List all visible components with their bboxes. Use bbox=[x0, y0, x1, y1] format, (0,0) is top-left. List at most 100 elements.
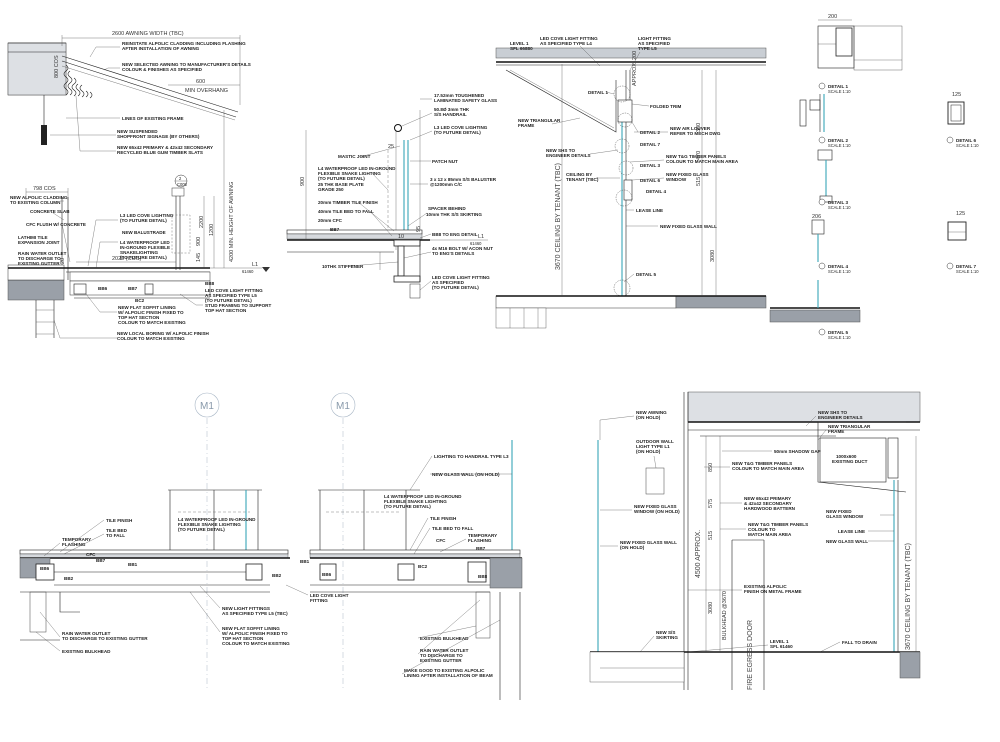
svg-text:HARDWOOD BATTERN: HARDWOOD BATTERN bbox=[744, 506, 796, 511]
svg-text:TENANT (TBC): TENANT (TBC) bbox=[566, 177, 599, 182]
facade-labels: LED COVE LIGHT FITTING AS SPECIFIED TYPE… bbox=[518, 36, 739, 277]
dim-25-b: 25 bbox=[388, 144, 394, 150]
detail-title-7: DETAIL 7 SCALE 1:10 bbox=[946, 262, 979, 274]
svg-text:L4 WATERPROOF LED IN-GROUND: L4 WATERPROOF LED IN-GROUND bbox=[318, 166, 396, 171]
detail-title-6: DETAIL 6 SCALE 1:10 bbox=[946, 136, 979, 148]
svg-text:BB6: BB6 bbox=[322, 572, 332, 577]
dim-380: 380 bbox=[696, 123, 702, 132]
svg-text:NEW BALUSTRADE: NEW BALUSTRADE bbox=[122, 230, 166, 235]
svg-text:FALL TO DRAIN: FALL TO DRAIN bbox=[842, 640, 877, 645]
svg-text:LAMINATED SAFETY GLASS: LAMINATED SAFETY GLASS bbox=[434, 98, 497, 103]
svg-text:(TO FUTURE DETAIL): (TO FUTURE DETAIL) bbox=[318, 176, 365, 181]
svg-text:SCALE 1:10: SCALE 1:10 bbox=[956, 143, 979, 148]
detail-awning-section: 2600 AWNING WIDTH (TBC) 600 MIN OVERHANG… bbox=[7, 31, 271, 341]
svg-text:SFL 61460: SFL 61460 bbox=[770, 644, 793, 649]
svg-text:CFC: CFC bbox=[86, 552, 96, 557]
svg-text:(TO FUTURE DETAIL): (TO FUTURE DETAIL) bbox=[434, 130, 481, 135]
svg-text:MAKE GOOD TO EXISTING ALPOLIC: MAKE GOOD TO EXISTING ALPOLIC bbox=[404, 668, 485, 673]
svg-text:NEW FIXED GLASS: NEW FIXED GLASS bbox=[634, 504, 677, 509]
svg-text:DETAIL 1: DETAIL 1 bbox=[828, 84, 848, 89]
svg-text:MATCH MAIN AREA: MATCH MAIN AREA bbox=[748, 532, 792, 537]
svg-text:NEW SELECTED AWNING TO MANUFAC: NEW SELECTED AWNING TO MANUFACTURER'S DE… bbox=[122, 62, 251, 67]
svg-text:FLEXIBLE SNAKE LIGHTING: FLEXIBLE SNAKE LIGHTING bbox=[384, 499, 447, 504]
svg-text:L3 LED COVE LIGHTING: L3 LED COVE LIGHTING bbox=[434, 125, 488, 130]
svg-text:TO FALL: TO FALL bbox=[106, 533, 125, 538]
svg-text:TO DISCHARGE TO EXISTING GUTTE: TO DISCHARGE TO EXISTING GUTTER bbox=[62, 636, 148, 641]
svg-text:AS SPECIFIED TYPE L4: AS SPECIFIED TYPE L4 bbox=[540, 41, 592, 46]
svg-text:(TO FUTURE DETAIL): (TO FUTURE DETAIL) bbox=[120, 218, 167, 223]
svg-text:LED COVE LIGHT FITTING: LED COVE LIGHT FITTING bbox=[205, 288, 263, 293]
svg-text:AS SPECIFIED TYPE L5: AS SPECIFIED TYPE L5 bbox=[205, 293, 257, 298]
dim-bulkhead: BULKHEAD @3670 bbox=[722, 591, 728, 640]
svg-text:LED COVE LIGHT: LED COVE LIGHT bbox=[310, 593, 349, 598]
svg-text:RAIN WATER OUTLET: RAIN WATER OUTLET bbox=[62, 631, 111, 636]
svg-text:TOP HAT SECTION: TOP HAT SECTION bbox=[205, 308, 247, 313]
svg-text:TYPE L5: TYPE L5 bbox=[638, 46, 657, 51]
svg-text:TOP HAT SECTION: TOP HAT SECTION bbox=[222, 636, 264, 641]
svg-text:DETAIL 4: DETAIL 4 bbox=[828, 264, 848, 269]
dim-900: 900 bbox=[196, 237, 202, 246]
svg-text:NEW T&G TIMBER PANELS: NEW T&G TIMBER PANELS bbox=[732, 461, 792, 466]
svg-text:NEW TRIANGULAR: NEW TRIANGULAR bbox=[828, 424, 871, 429]
svg-text:LEVEL 1: LEVEL 1 bbox=[770, 639, 789, 644]
svg-text:LEASE LINE: LEASE LINE bbox=[838, 529, 865, 534]
svg-text:17.52mm TOUGHENED: 17.52mm TOUGHENED bbox=[434, 93, 485, 98]
svg-text:50.8Ø 3mm THK: 50.8Ø 3mm THK bbox=[434, 107, 470, 112]
svg-text:BB8 TO ENG DETAIL: BB8 TO ENG DETAIL bbox=[432, 232, 478, 237]
svg-text:NEW FLAT SOFFIT LINING: NEW FLAT SOFFIT LINING bbox=[222, 626, 280, 631]
detail-bottom-right-section: 850 575 515 4500 APPROX. 3080 BULKHEAD @… bbox=[589, 391, 921, 690]
svg-text:CFC FLUSH W/ CONCRETE: CFC FLUSH W/ CONCRETE bbox=[26, 222, 86, 227]
svg-text:EXISTING GUTTER: EXISTING GUTTER bbox=[420, 658, 462, 663]
dim-200-d: 200 bbox=[828, 14, 837, 20]
detail-title-2: DETAIL 2 SCALE 1:10 bbox=[818, 136, 851, 148]
svg-text:TOP HAT SECTION: TOP HAT SECTION bbox=[118, 315, 160, 320]
dim-3080: 3080 bbox=[710, 250, 716, 262]
level-l1: L1 bbox=[252, 262, 258, 268]
svg-text:GLASS WINDOW: GLASS WINDOW bbox=[826, 514, 864, 519]
svg-text:(TO FUTURE DETAIL): (TO FUTURE DETAIL) bbox=[178, 527, 225, 532]
svg-text:LIGHT FITTING: LIGHT FITTING bbox=[638, 36, 671, 41]
svg-text:LINING AFTER INSTALLATION OF B: LINING AFTER INSTALLATION OF BEAM bbox=[404, 673, 493, 678]
svg-text:LATHIMI TILE: LATHIMI TILE bbox=[18, 235, 48, 240]
dim-145: 145 bbox=[196, 253, 202, 262]
svg-text:EXISTING DUCT: EXISTING DUCT bbox=[832, 459, 868, 464]
svg-text:BB7: BB7 bbox=[96, 558, 106, 563]
svg-text:TILE FINISH: TILE FINISH bbox=[430, 516, 457, 521]
svg-text:EXPANSION JOINT: EXPANSION JOINT bbox=[18, 240, 60, 245]
svg-text:COLOUR TO MATCH MAIN AREA: COLOUR TO MATCH MAIN AREA bbox=[666, 159, 739, 164]
svg-text:RAIN WATER OUTLET: RAIN WATER OUTLET bbox=[18, 251, 67, 256]
svg-text:(TO FUTURE DETAIL): (TO FUTURE DETAIL) bbox=[384, 504, 431, 509]
svg-text:W/ ALPOLIC FINISH FIXED TO: W/ ALPOLIC FINISH FIXED TO bbox=[222, 631, 288, 636]
svg-text:10THK STIFFENER: 10THK STIFFENER bbox=[322, 264, 364, 269]
dim-3670-ceiling-g: 3670 CEILING BY TENANT (TBC) bbox=[905, 543, 912, 650]
svg-text:EXISTING BULKHEAD: EXISTING BULKHEAD bbox=[62, 649, 111, 654]
detail-bottom-left-section: M1 TILE FINISH TILE BED TO FALL TEMPORAR… bbox=[19, 392, 349, 690]
svg-text:COLOUR TO MATCH MAIN AREA: COLOUR TO MATCH MAIN AREA bbox=[732, 466, 805, 471]
svg-text:MASTIC JOINT: MASTIC JOINT bbox=[338, 154, 371, 159]
dim-approx-200: APPROX. 200 bbox=[632, 51, 638, 86]
svg-text:WINDOW (ON HOLD): WINDOW (ON HOLD) bbox=[634, 509, 680, 514]
svg-text:CEILING BY: CEILING BY bbox=[566, 172, 592, 177]
svg-text:PATCH NUT: PATCH NUT bbox=[432, 159, 458, 164]
svg-text:REINSTATE ALPOLIC CLADDING INC: REINSTATE ALPOLIC CLADDING INCLUDING FLA… bbox=[122, 41, 246, 46]
svg-text:10mm THK S/S SKIRTING: 10mm THK S/S SKIRTING bbox=[426, 212, 482, 217]
svg-text:REFER TO MECH DWG: REFER TO MECH DWG bbox=[670, 131, 721, 136]
dim-800-cos: 800 COS bbox=[54, 55, 60, 78]
svg-text:DETAIL 2: DETAIL 2 bbox=[828, 138, 848, 143]
awning-lower-labels: NEW ALPOLIC CLADDING TO EXISTING COLUMN … bbox=[10, 195, 271, 341]
svg-text:FLASHING: FLASHING bbox=[468, 538, 492, 543]
dim-95-b: 95 bbox=[416, 226, 422, 232]
svg-text:BB6: BB6 bbox=[98, 286, 108, 291]
svg-text:BB2: BB2 bbox=[272, 573, 282, 578]
svg-text:DETAIL 7: DETAIL 7 bbox=[956, 264, 976, 269]
dim-470: 470 bbox=[696, 151, 702, 160]
svg-text:NEW LOCAL BORING W/ ALPOLIC FI: NEW LOCAL BORING W/ ALPOLIC FINISH bbox=[117, 331, 210, 336]
svg-text:TILE BED TO FALL: TILE BED TO FALL bbox=[432, 526, 473, 531]
svg-text:SCALE 1:10: SCALE 1:10 bbox=[828, 269, 851, 274]
detail-title-1: DETAIL 1 SCALE 1:10 bbox=[818, 82, 851, 94]
svg-text:COLOUR TO MATCH EXISTING: COLOUR TO MATCH EXISTING bbox=[117, 336, 185, 341]
svg-text:BB6: BB6 bbox=[40, 566, 50, 571]
grid-m1-a: M1 bbox=[200, 401, 214, 412]
svg-text:TO EXISTING COLUMN: TO EXISTING COLUMN bbox=[10, 200, 61, 205]
svg-text:NEW FIXED: NEW FIXED bbox=[826, 509, 852, 514]
